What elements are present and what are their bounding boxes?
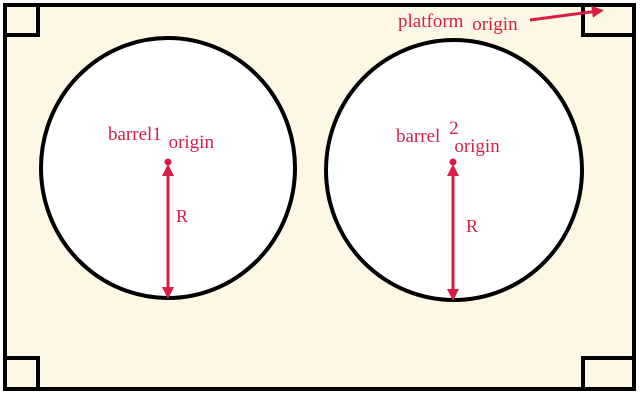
barrel-2-radius-label: R bbox=[466, 216, 478, 236]
corner-bracket-top-right bbox=[581, 5, 634, 37]
barrel-2-origin-dot bbox=[449, 158, 457, 166]
barrel-1-origin-label: barrel1 origin bbox=[108, 124, 214, 153]
barrel-2-label-sub: origin bbox=[454, 136, 500, 157]
barrel-2-origin-label: barrel 2 origin bbox=[396, 118, 500, 157]
barrel-1: barrel1 origin R bbox=[39, 36, 297, 300]
barrel-2: barrel 2 origin R bbox=[324, 38, 584, 302]
platform-label-sub: origin bbox=[472, 14, 518, 35]
barrel-1-label-main: barrel1 bbox=[108, 124, 162, 145]
barrel-1-origin-dot bbox=[164, 158, 172, 166]
platform-origin-label: platform origin bbox=[398, 11, 518, 35]
corner-bracket-bottom-right bbox=[581, 356, 634, 389]
corner-bracket-bottom-left bbox=[5, 356, 40, 389]
corner-bracket-top-left bbox=[5, 5, 40, 37]
platform-origin-arrow bbox=[529, 5, 604, 22]
barrel-1-radius-label: R bbox=[176, 206, 188, 226]
barrel-1-label-sub: origin bbox=[169, 132, 215, 153]
barrel-2-label-main: barrel bbox=[396, 126, 440, 147]
barrel-2-label-sup: 2 bbox=[449, 118, 459, 139]
platform-label-main: platform bbox=[398, 11, 464, 32]
